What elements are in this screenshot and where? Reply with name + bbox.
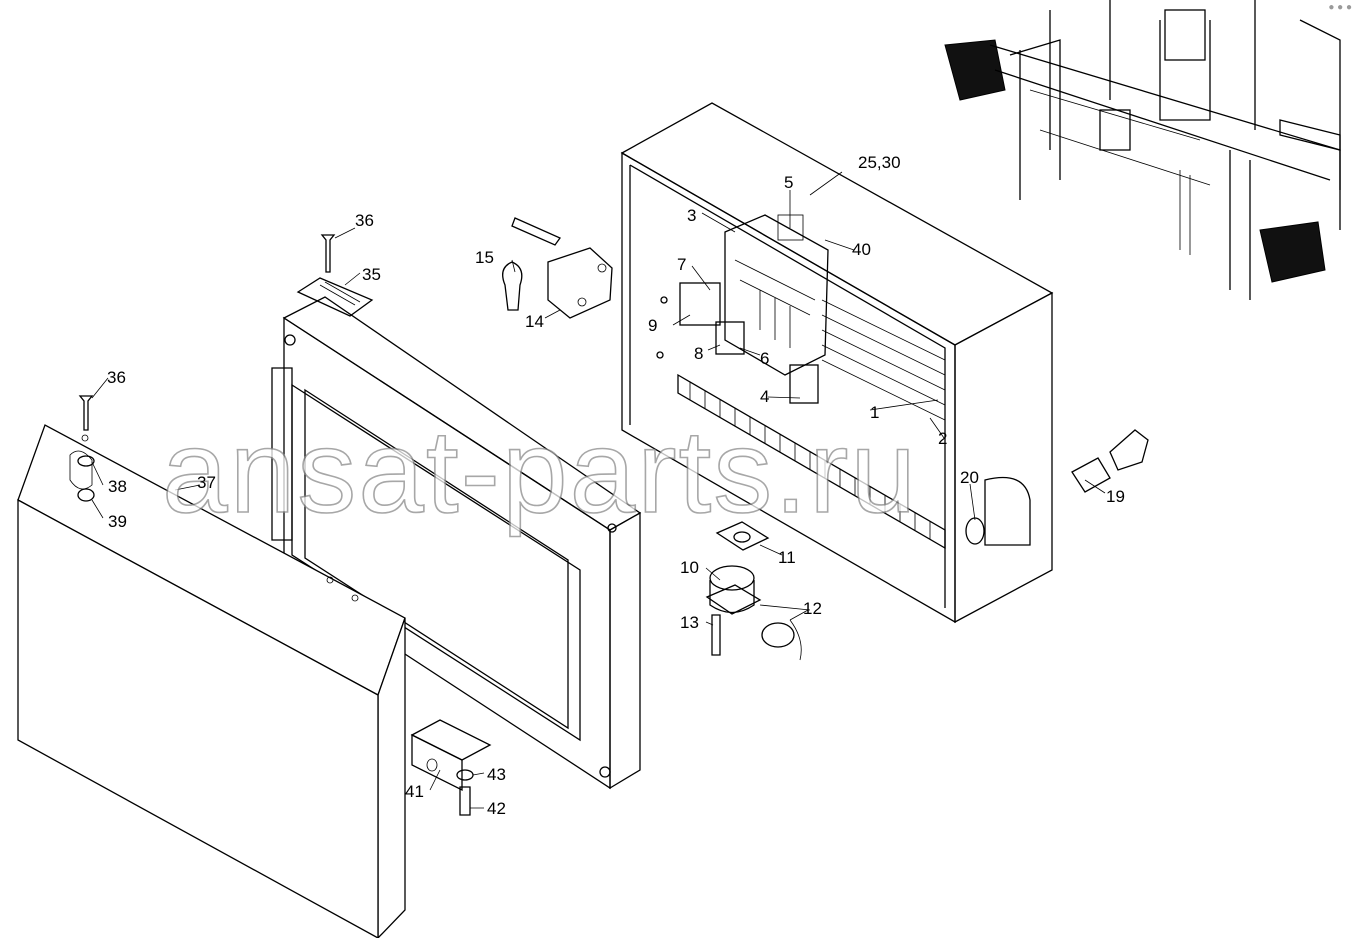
callout-11: 11 [778, 548, 796, 567]
callout-12: 12 [803, 599, 822, 618]
callout-36-top: 36 [355, 211, 374, 230]
callout-2: 2 [938, 429, 947, 448]
callout-5: 5 [784, 173, 793, 192]
callout-13: 13 [680, 613, 699, 632]
callout-14: 14 [525, 312, 544, 331]
callout-20: 20 [960, 468, 979, 487]
callout-39: 39 [108, 512, 127, 531]
callout-1: 1 [870, 403, 879, 422]
callout-3: 3 [687, 206, 696, 225]
cabinet-gasket-frame [271, 296, 642, 790]
callout-38: 38 [108, 477, 127, 496]
socket-connector-assembly [705, 521, 811, 661]
watermark-text: ansat-parts.ru [162, 406, 918, 538]
corner-dots: ● ● ● [1328, 2, 1352, 13]
callout-labels: 1 2 3 4 5 6 7 8 9 10 11 12 13 14 15 19 2… [107, 153, 1125, 818]
callout-25-30: 25,30 [858, 153, 901, 172]
callout-42: 42 [487, 799, 506, 818]
callout-40: 40 [852, 240, 871, 259]
callout-37: 37 [197, 473, 216, 492]
callout-36-door: 36 [107, 368, 126, 387]
leader-lines [91, 171, 1106, 809]
cabinet-door [17, 424, 406, 938]
callout-9: 9 [648, 316, 657, 335]
electrical-cabinet [620, 102, 1054, 624]
callout-41: 41 [405, 782, 424, 801]
cable-connector [1071, 429, 1149, 493]
callout-6: 6 [760, 349, 769, 368]
callout-35: 35 [362, 265, 381, 284]
lamp-assembly [502, 217, 613, 319]
hinge-assembly [77, 234, 374, 502]
callout-19: 19 [1106, 487, 1125, 506]
callout-43: 43 [487, 765, 506, 784]
callout-10: 10 [680, 558, 699, 577]
callout-15: 15 [475, 248, 494, 267]
callout-4: 4 [760, 387, 769, 406]
mounting-bracket [410, 719, 492, 816]
machine-frame-illustration [944, 0, 1341, 300]
callout-7: 7 [677, 255, 686, 274]
callout-8: 8 [694, 344, 703, 363]
